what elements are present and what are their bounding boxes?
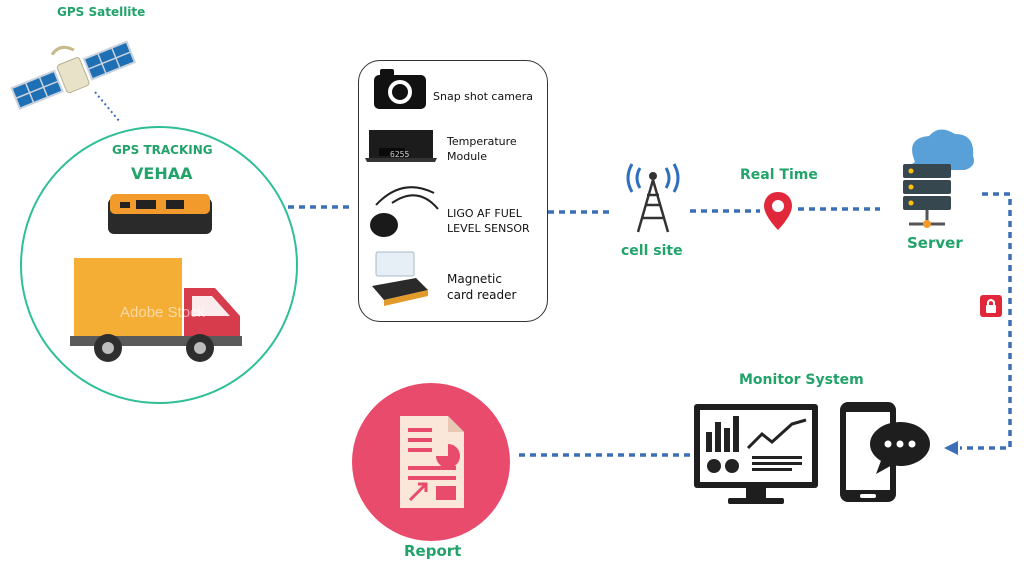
temperature-display: 6255 — [390, 150, 410, 159]
gps-tracking-title: GPS TRACKING — [112, 143, 213, 157]
device-name: VEHAA — [131, 164, 193, 183]
camera-icon — [374, 69, 426, 109]
chat-bubble-icon — [870, 422, 930, 474]
cell-site-label: cell site — [621, 243, 683, 259]
report-document-icon — [400, 416, 464, 508]
desktop-monitor-icon — [694, 404, 818, 504]
fuel-sensor-icon — [370, 186, 439, 237]
sensor-card-reader-label: Magnetic card reader — [447, 272, 517, 302]
sensor-temperature-label: Temperature Module — [447, 135, 517, 163]
truck-icon — [70, 258, 242, 362]
sensor-camera-label: Snap shot camera — [433, 90, 533, 103]
arrow-head-monitor — [944, 441, 958, 455]
cell-tower-icon — [626, 163, 680, 233]
sensor-fuel-label: LIGO AF FUEL LEVEL SENSOR — [447, 207, 530, 235]
location-pin-icon — [764, 192, 792, 230]
link-server-monitor — [960, 192, 1012, 450]
report-label: Report — [404, 542, 462, 560]
lock-icon — [980, 295, 1002, 317]
server-label: Server — [907, 234, 963, 252]
tracker-device-icon — [108, 194, 212, 234]
watermark-truck: Adobe Stock — [120, 304, 206, 321]
satellite-label: GPS Satellite — [57, 5, 146, 19]
card-reader-icon — [372, 251, 428, 306]
monitor-system-label: Monitor System — [739, 372, 864, 388]
satellite-icon — [10, 40, 137, 110]
satellite-dotted-line — [94, 91, 121, 123]
realtime-label: Real Time — [740, 167, 818, 183]
server-icon — [903, 129, 974, 228]
temperature-module-icon — [365, 130, 437, 162]
